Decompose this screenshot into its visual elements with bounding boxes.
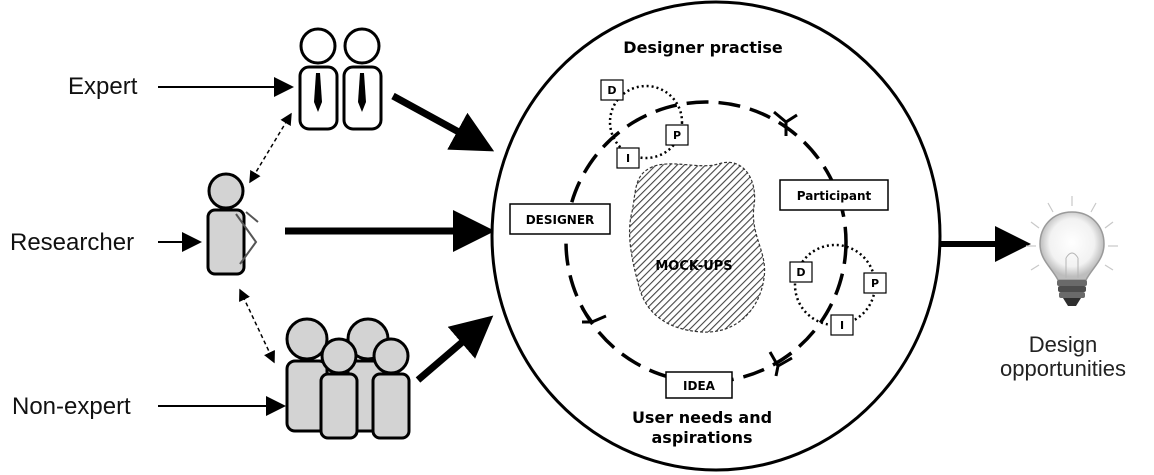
nonexperts-input-arrow — [415, 315, 494, 383]
expert-researcher-link — [249, 112, 292, 184]
mockups-blob — [629, 161, 766, 333]
designer-practise-title: Designer practise — [623, 38, 783, 57]
mini-cycle-bottom: D P I — [789, 243, 887, 336]
mini2-i: I — [840, 319, 844, 332]
design-cycle-ring — [564, 100, 848, 384]
researcher-label: Researcher — [10, 229, 134, 256]
mini1-i: I — [626, 152, 630, 165]
user-needs-label-line1: User needs and — [632, 408, 772, 427]
idea-box-label: IDEA — [683, 379, 716, 393]
participant-box-label: Participant — [797, 189, 872, 203]
designer-box-label: DESIGNER — [526, 213, 595, 227]
non-expert-label: Non-expert — [12, 393, 131, 420]
experts-input-arrow — [391, 92, 495, 152]
expert-label: Expert — [68, 73, 138, 100]
idea-box — [665, 371, 733, 399]
user-needs-label-line2: aspirations — [652, 428, 753, 447]
cycle-marker-top — [773, 110, 798, 136]
researcher-nonexpert-link — [239, 288, 275, 364]
designer-box — [509, 203, 611, 235]
mini2-p: P — [871, 277, 879, 290]
researcher-icon — [206, 172, 259, 276]
group-icon — [285, 317, 411, 440]
cycle-marker-left — [580, 307, 607, 324]
mockups-label: MOCK-UPS — [655, 259, 732, 274]
mini-cycle-top: D P I — [600, 79, 689, 169]
cycle-marker-bottom — [768, 351, 793, 377]
mini2-d: D — [796, 266, 805, 279]
output-label-line1: Design — [1029, 332, 1097, 357]
mini1-p: P — [673, 129, 681, 142]
output-label-line2: opportunities — [1000, 356, 1126, 381]
mini1-d: D — [607, 84, 616, 97]
participant-box — [779, 179, 889, 211]
lightbulb-icon — [1026, 196, 1118, 306]
experts-icon — [298, 27, 383, 131]
